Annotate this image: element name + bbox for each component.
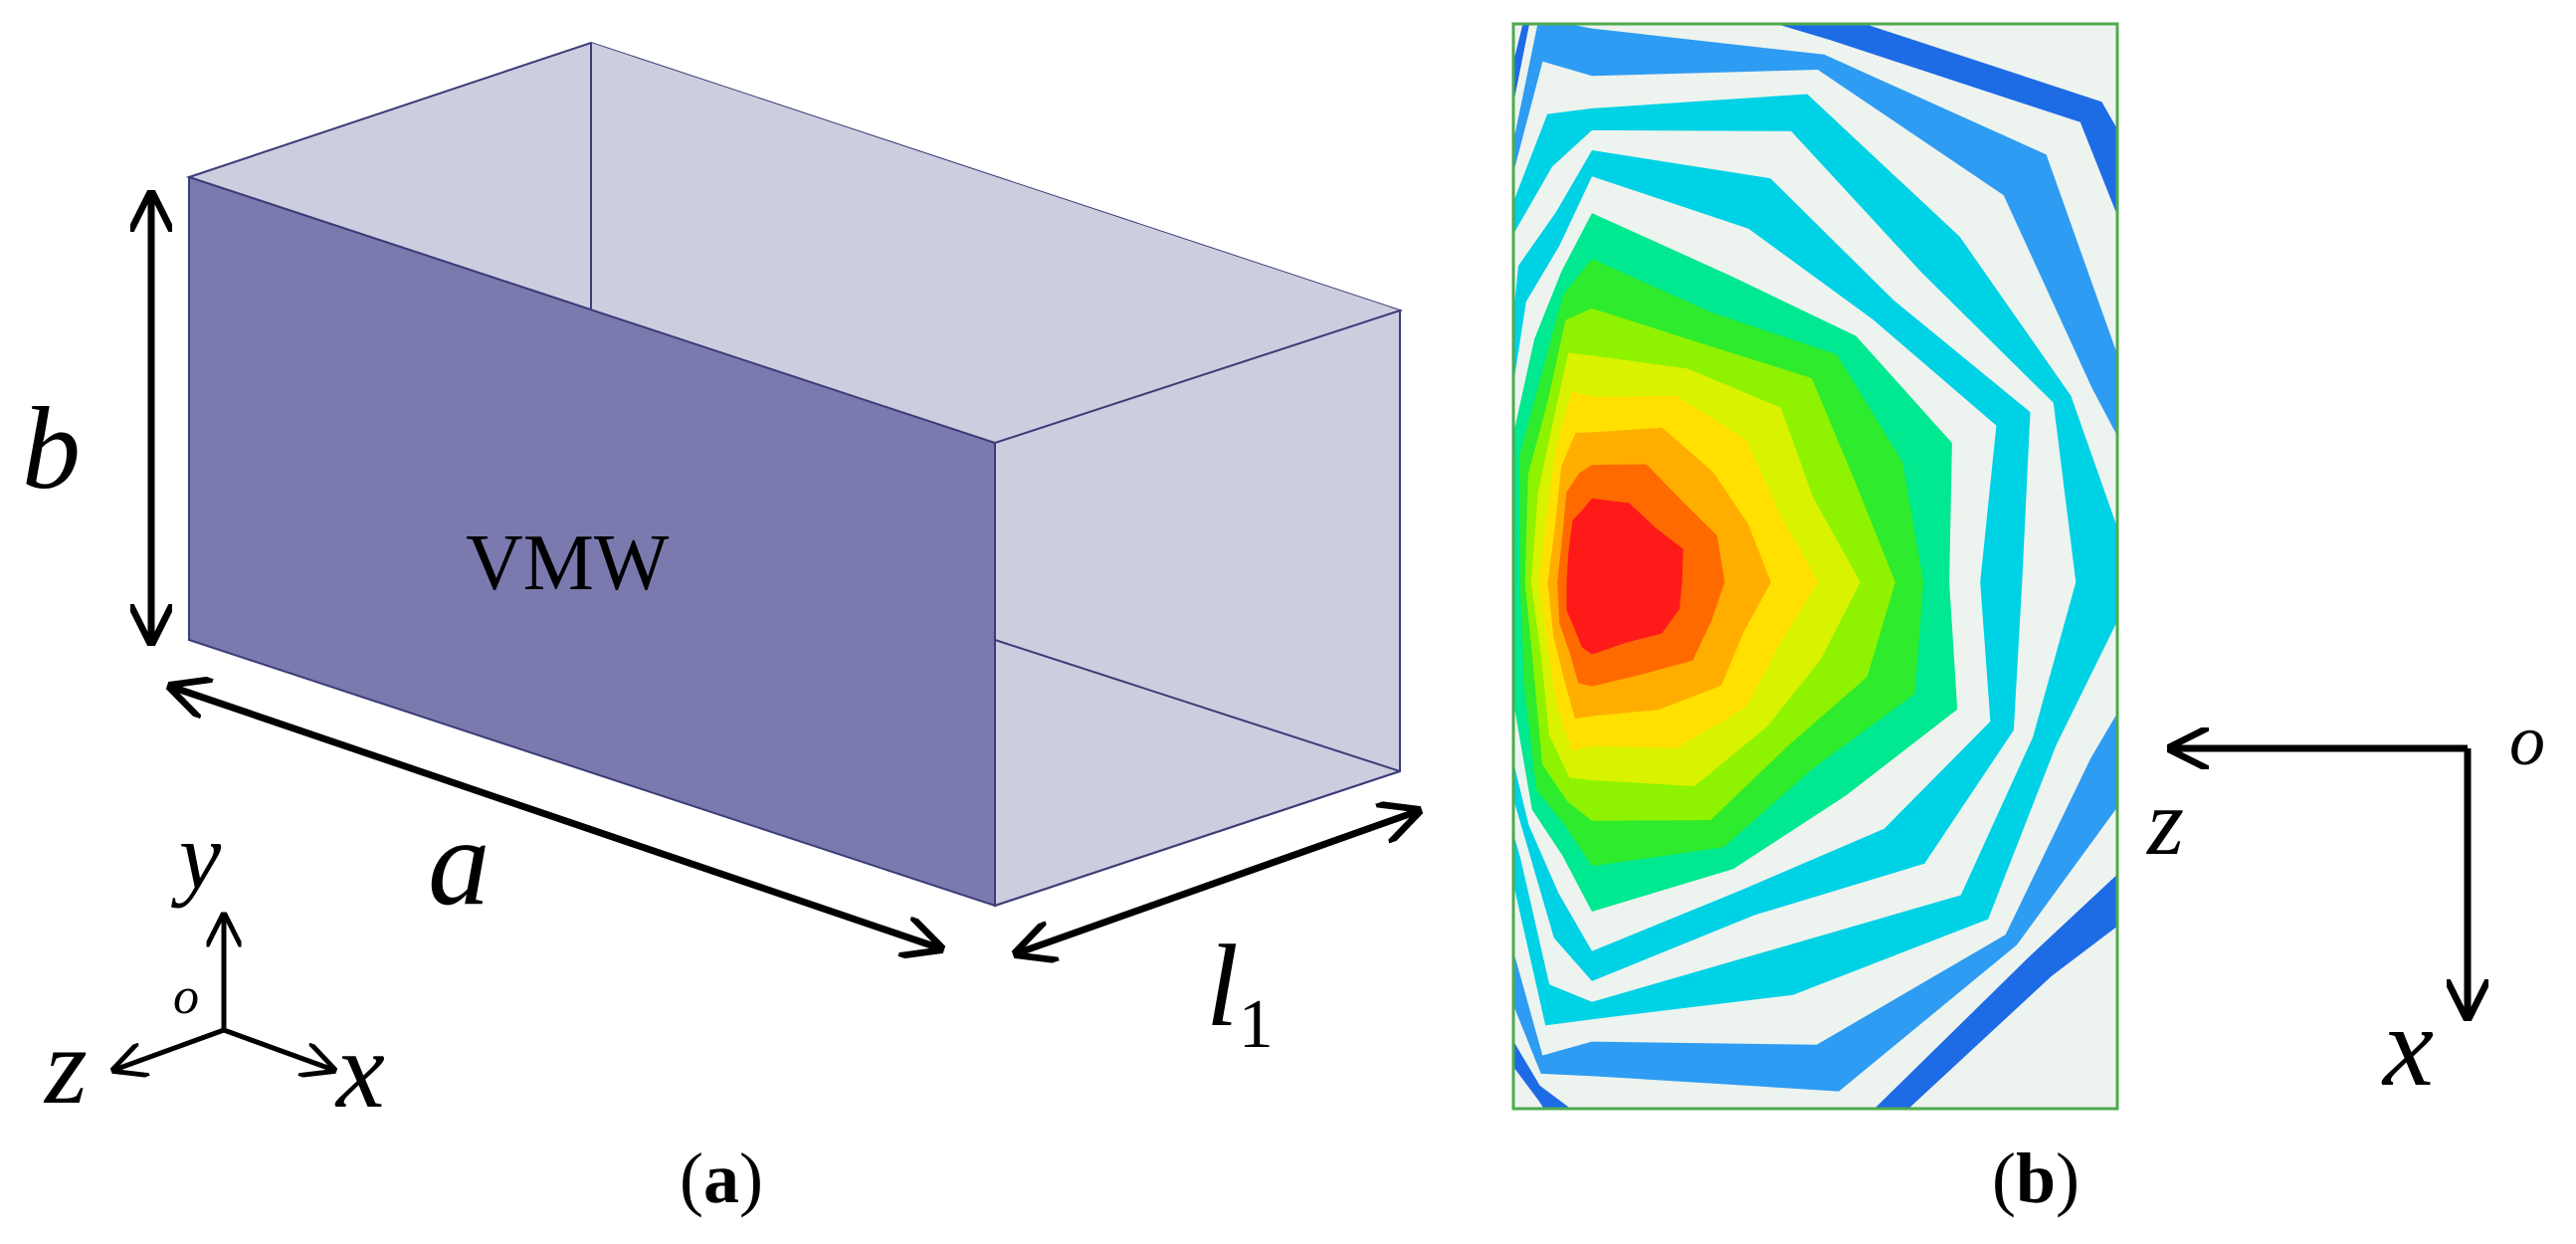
axis-a-x-label: x (334, 1009, 385, 1131)
field-contours (1513, 24, 2117, 1109)
axis-a-origin-label: o (173, 968, 199, 1025)
dimension-b-label: b (22, 383, 81, 514)
dimension-l1-label: l1 (1206, 921, 1274, 1063)
field-border (1511, 22, 2119, 1111)
caption-a: (a) (680, 1139, 763, 1218)
box-label: VMW (466, 519, 670, 607)
dimension-a-arrow (171, 687, 940, 948)
contour-band (1566, 498, 1684, 655)
axis-a-x (223, 1027, 333, 1070)
axis-a-z-label: z (43, 1005, 88, 1127)
field-contour-plot (1513, 24, 2117, 1109)
panel-a: VMW b a l1 y o x z (a) (22, 41, 1418, 1218)
axis-b-origin-label: o (2509, 701, 2545, 780)
axis-a-z (114, 1027, 225, 1070)
axis-a-y-label: y (171, 803, 222, 909)
box-bottom-back-edge (994, 639, 1401, 772)
axes-b: o z x (2145, 701, 2545, 1110)
axes-a: y o x z (43, 803, 385, 1131)
dimension-a-label: a (428, 794, 491, 932)
axis-b-z-label: z (2145, 769, 2184, 875)
caption-b: (b) (1992, 1139, 2080, 1218)
axis-b-x-label: x (2381, 983, 2434, 1110)
panel-b: o z x (b) (1511, 22, 2545, 1218)
dimension-l1-arrow (1017, 811, 1418, 953)
